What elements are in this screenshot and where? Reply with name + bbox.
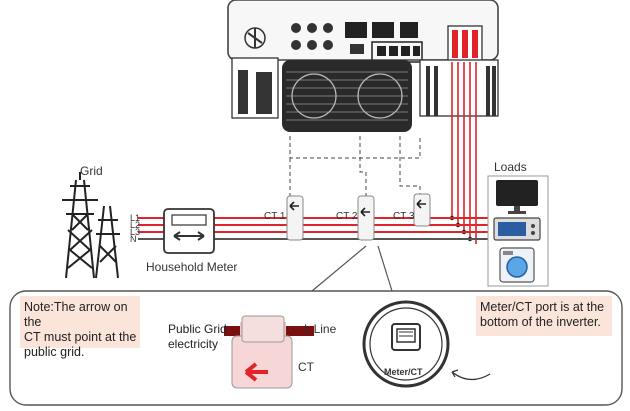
ct2-clamp xyxy=(357,195,375,241)
detail-panel xyxy=(9,290,623,406)
inverter-output-wires xyxy=(451,62,477,244)
line-label-n: N xyxy=(130,234,137,244)
ct1-label: CT 1 xyxy=(264,211,286,222)
grid-tower-icon xyxy=(62,172,120,279)
note-left-box xyxy=(20,296,140,348)
line-label-l2: L2 xyxy=(130,220,141,230)
line-label-l3: L3 xyxy=(130,227,141,237)
ct-detail-icon xyxy=(224,315,314,389)
meter-ct-port-label: Meter/CT xyxy=(384,367,423,377)
inverter xyxy=(227,0,499,132)
grid-label: Grid xyxy=(80,164,103,178)
ct-clamp-icons xyxy=(286,193,431,241)
public-grid-label: Public Grid electricity xyxy=(168,322,227,351)
note-right-box xyxy=(476,296,612,336)
ct-signal-wires xyxy=(289,136,421,210)
household-meter-icon xyxy=(163,208,215,254)
household-meter-label: Household Meter xyxy=(146,260,238,274)
monitor-icon xyxy=(496,180,538,214)
microwave-icon xyxy=(493,217,541,241)
loads-label: Loads xyxy=(494,160,527,174)
line-label-l1: L1 xyxy=(130,213,141,223)
curved-arrow-icon xyxy=(451,371,491,381)
note-left-text: Note:The arrow on the CT must point at t… xyxy=(24,300,137,359)
ct2-label: CT 2 xyxy=(336,211,358,222)
meter-ct-port-icon xyxy=(362,300,450,388)
ct1-clamp xyxy=(286,195,304,241)
l-line-label: L Line xyxy=(304,322,337,336)
loads-icons xyxy=(487,175,549,287)
callout-pointer xyxy=(311,245,393,292)
washing-machine-icon xyxy=(499,247,535,283)
ct-detail-label: CT xyxy=(298,360,314,374)
note-right-text: Meter/CT port is at the bottom of the in… xyxy=(480,300,605,329)
ct3-clamp xyxy=(413,193,431,227)
ct3-label: CT 3 xyxy=(393,211,415,222)
